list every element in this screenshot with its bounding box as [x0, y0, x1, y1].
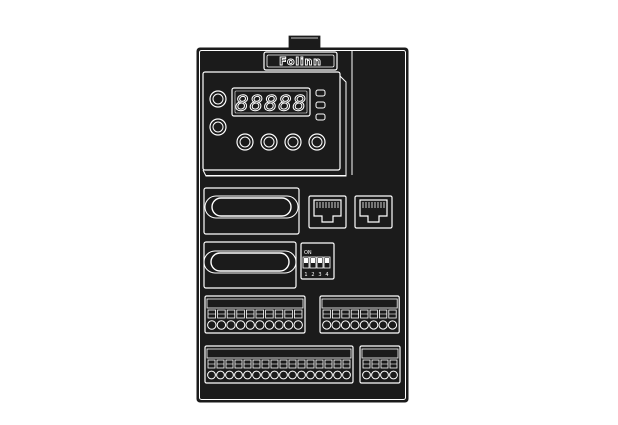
status-led — [315, 89, 326, 97]
dip-switch[interactable]: ON 1 2 3 4 — [300, 242, 335, 280]
terminal-blocks — [204, 295, 401, 384]
terminal-hole — [306, 370, 315, 380]
terminal-hole — [264, 320, 275, 330]
dip-switch-number: 2 — [311, 272, 314, 278]
terminal-hole — [371, 370, 380, 380]
db9-connector-upper[interactable] — [203, 187, 300, 235]
terminal-hole — [225, 370, 234, 380]
terminal-hole — [270, 370, 279, 380]
terminal-hole — [297, 370, 306, 380]
terminal-hole — [359, 320, 369, 330]
terminal-hole — [340, 320, 351, 330]
terminal-hole — [293, 320, 303, 330]
key-button[interactable] — [209, 118, 227, 136]
terminal-block-bottom-right[interactable] — [359, 345, 401, 384]
terminal-hole — [380, 370, 389, 380]
terminal-block-bottom-left[interactable] — [204, 345, 354, 384]
key-button[interactable] — [284, 133, 302, 151]
brand-label: Folinn — [263, 51, 338, 71]
terminal-block-top-right[interactable] — [319, 295, 400, 334]
terminal-hole — [283, 320, 294, 330]
top-mounting-tab — [287, 34, 322, 48]
terminal-hole — [369, 320, 379, 330]
terminal-hole — [350, 320, 360, 330]
terminal-block-top-left[interactable] — [204, 295, 306, 334]
terminal-hole — [245, 320, 255, 330]
terminal-hole — [288, 370, 297, 380]
key-button[interactable] — [308, 133, 326, 151]
led-display: 88888 — [231, 87, 311, 117]
rj45-port-left[interactable] — [308, 195, 347, 229]
terminal-hole — [274, 320, 284, 330]
dip-switch-number: 1 — [304, 272, 307, 278]
status-led — [315, 113, 326, 121]
terminal-hole — [216, 320, 227, 330]
status-led — [315, 101, 326, 109]
terminal-hole — [362, 370, 371, 380]
terminal-hole — [387, 320, 398, 330]
terminal-hole — [255, 320, 265, 330]
terminal-hole — [207, 370, 216, 380]
terminal-hole — [333, 370, 342, 380]
terminal-hole — [324, 370, 333, 380]
keypad-buttons — [209, 90, 326, 151]
terminal-hole — [261, 370, 270, 380]
dip-switch-on-label: ON — [304, 250, 312, 256]
terminal-hole — [234, 370, 243, 380]
key-button[interactable] — [236, 133, 254, 151]
terminal-hole — [243, 370, 252, 380]
key-button[interactable] — [209, 90, 227, 108]
terminal-hole — [252, 370, 261, 380]
enclosure-inner-outline — [199, 50, 406, 400]
status-leds — [315, 89, 326, 121]
terminal-hole — [216, 370, 225, 380]
display-digits: 88888 — [235, 92, 307, 116]
terminal-hole — [315, 370, 324, 380]
key-button[interactable] — [260, 133, 278, 151]
terminal-hole — [279, 370, 288, 380]
terminal-hole — [378, 320, 388, 330]
dip-switch-number: 3 — [318, 272, 321, 278]
terminal-hole — [389, 370, 398, 380]
rj45-port-right[interactable] — [354, 195, 393, 229]
terminal-hole — [226, 320, 236, 330]
terminal-hole — [322, 320, 332, 330]
terminal-hole — [331, 320, 341, 330]
terminal-hole — [207, 320, 217, 330]
brand-name: Folinn — [279, 55, 322, 68]
dip-switch-number: 4 — [325, 272, 328, 278]
terminal-hole — [342, 370, 351, 380]
db9-connector-lower[interactable] — [203, 241, 297, 289]
terminal-hole — [235, 320, 246, 330]
